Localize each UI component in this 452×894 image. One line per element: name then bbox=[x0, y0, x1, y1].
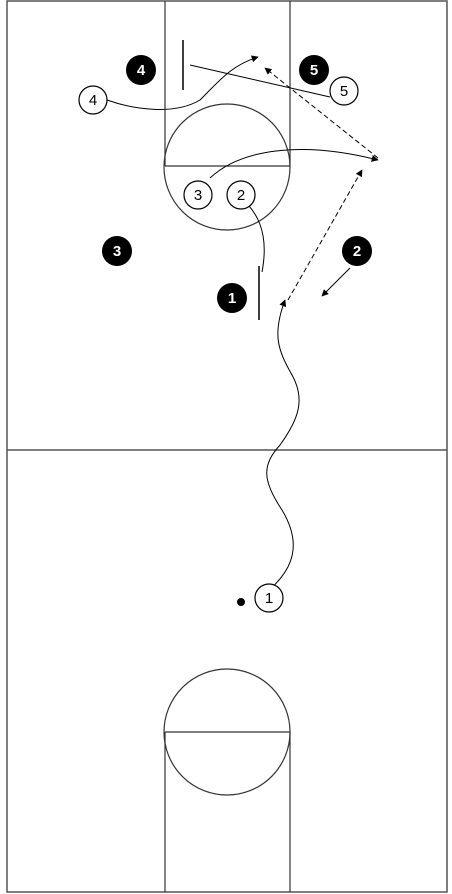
defense-player-2: 2 bbox=[342, 236, 372, 266]
defense-player-3: 3 bbox=[102, 236, 132, 266]
court-boundary bbox=[6, 0, 448, 893]
offense-player-3: 3 bbox=[183, 180, 213, 210]
cut-path-player-3 bbox=[209, 149, 379, 179]
defense-player-5: 5 bbox=[299, 55, 329, 85]
defense-player-4-label: 4 bbox=[137, 62, 146, 79]
offense-player-4: 4 bbox=[78, 85, 108, 115]
defense-player-1-label: 1 bbox=[228, 290, 236, 307]
offense-player-2-label: 2 bbox=[237, 187, 245, 204]
offense-player-2: 2 bbox=[226, 180, 256, 210]
bottom-free-throw-circle bbox=[163, 668, 291, 796]
defense-player-5-label: 5 bbox=[310, 62, 318, 79]
offense-player-5: 5 bbox=[329, 76, 359, 106]
dribble-path-player-1 bbox=[255, 299, 300, 601]
defense-player-3-label: 3 bbox=[113, 243, 121, 260]
offense-player-5-label: 5 bbox=[340, 83, 348, 100]
defense-player-2-label: 2 bbox=[353, 243, 361, 260]
screen-path-player-5 bbox=[189, 64, 331, 98]
offense-player-1: 1 bbox=[254, 583, 284, 613]
defender-2-movement bbox=[321, 267, 351, 297]
offense-player-1-label: 1 bbox=[265, 590, 273, 607]
offense-player-4-label: 4 bbox=[89, 92, 97, 109]
pass-line-2 bbox=[264, 67, 379, 159]
top-free-throw-circle bbox=[163, 103, 291, 231]
pass-line-1 bbox=[287, 169, 363, 301]
defense-player-1: 1 bbox=[217, 283, 247, 313]
ball-icon bbox=[237, 598, 245, 606]
offense-player-3-label: 3 bbox=[194, 187, 202, 204]
defense-player-4: 4 bbox=[126, 55, 156, 85]
cut-path-player-4 bbox=[106, 55, 259, 110]
